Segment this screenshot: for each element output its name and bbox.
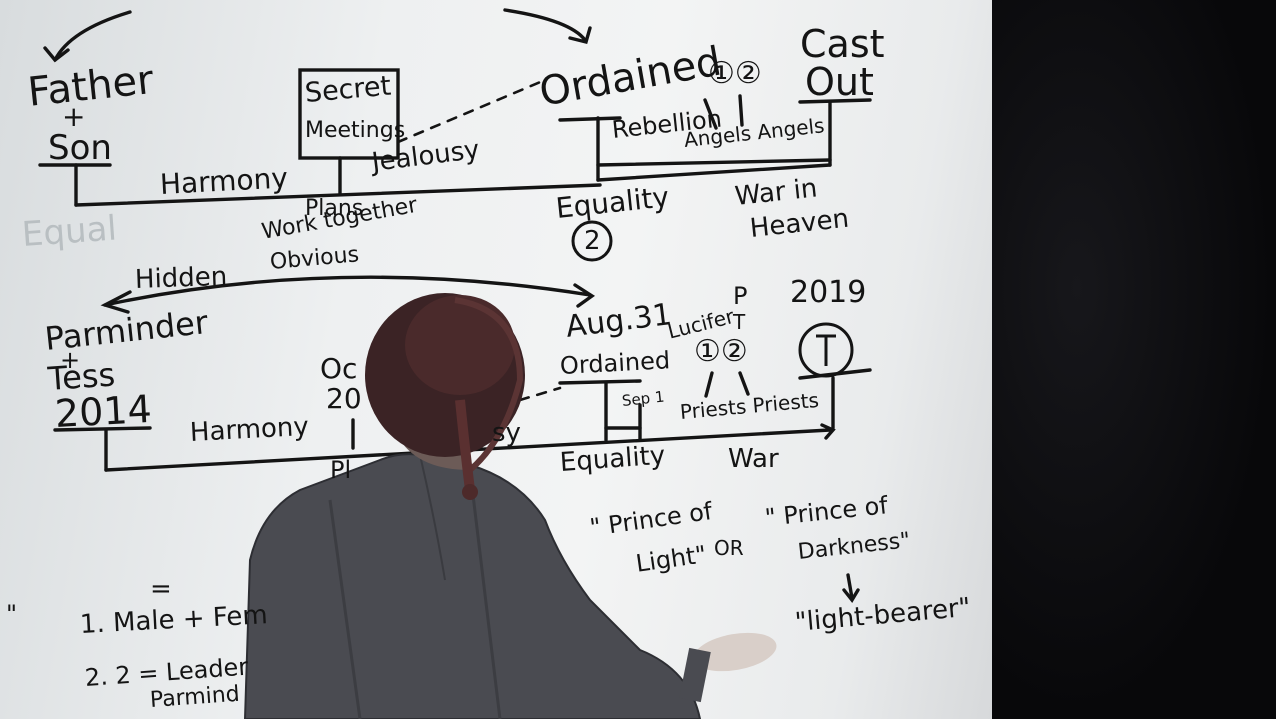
top-left-arrow: [53, 10, 132, 62]
plus-sign: +: [62, 100, 86, 133]
presenter: [243, 293, 777, 719]
year-2014: 2014: [53, 386, 153, 436]
out-label: Out: [805, 60, 874, 104]
harmony-label-top: Harmony: [159, 161, 289, 201]
plans-label: Plans: [305, 196, 364, 221]
top-timeline-base: [74, 183, 602, 207]
war-label: War: [728, 444, 779, 474]
circles-12-bottom: ①②: [694, 334, 748, 369]
quote-mark: ": [6, 600, 18, 628]
top-left-arrowhead: [43, 46, 70, 63]
p-label: P: [733, 282, 748, 310]
or-label: OR: [714, 536, 744, 560]
jealousy-dashed-bottom: [518, 386, 562, 402]
hidden-label: Hidden: [134, 261, 228, 295]
circles-12-top: ①②: [708, 56, 762, 91]
meetings-label: Meetings: [305, 118, 406, 143]
plus-sign-bottom: +: [60, 346, 81, 374]
top-timeline-right: [596, 163, 832, 182]
circle-cross-outline: [798, 322, 854, 378]
secret-meetings-box: [298, 68, 400, 160]
son-label: Son: [48, 128, 112, 168]
jealousy-dashed-top: [396, 78, 547, 144]
equals-sign: =: [150, 574, 172, 604]
dark-background: [992, 0, 1276, 719]
oct-label: Oc: [320, 352, 358, 385]
equal-label: Equal: [20, 208, 119, 255]
cast-label: Cast: [800, 22, 885, 66]
year-2019: 2019: [790, 275, 867, 310]
jealousy-partial-label: sy: [492, 418, 521, 448]
top-right-arrowhead: [568, 26, 592, 45]
plans-partial-label: Pl: [330, 456, 352, 484]
circle-two-outline: [571, 220, 613, 262]
hidden-arrow: [103, 275, 592, 307]
circle-two: 2: [584, 226, 601, 256]
oct-year-label: 20: [326, 382, 362, 415]
harmony-label-bottom: Harmony: [189, 411, 310, 448]
year-2014-underline: [53, 426, 152, 432]
t-label: T: [733, 310, 746, 334]
ordained-label-bottom: Ordained: [559, 346, 671, 380]
top-right-arrow: [503, 8, 587, 42]
